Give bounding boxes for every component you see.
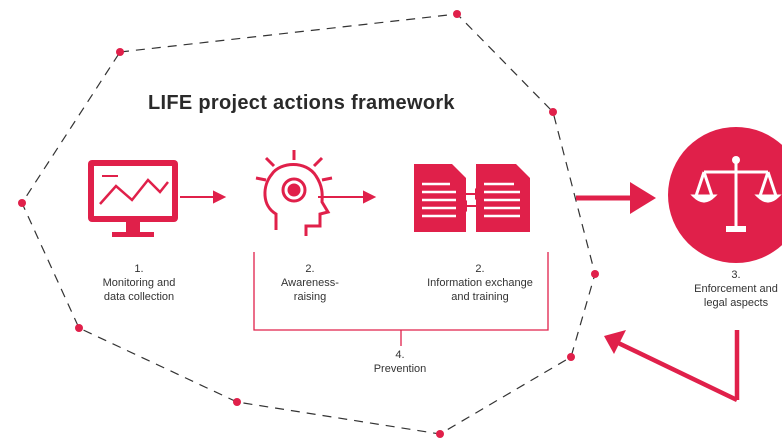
prevention-label: 4. Prevention (350, 348, 450, 376)
prevention-number: 4. (395, 349, 405, 361)
scales-of-justice-icon (668, 127, 782, 263)
flow-arrow-1 (180, 190, 227, 204)
monitor-chart-icon (88, 160, 178, 237)
step-enforcement-label: 3. Enforcement and legal aspects (684, 268, 782, 310)
step-text-line: and training (451, 291, 509, 303)
documents-exchange-icon (414, 164, 530, 232)
prevention-bracket (253, 252, 549, 346)
head-target-icon (255, 150, 333, 236)
step-number: 3. (731, 269, 741, 281)
step-text-line: Information exchange (427, 277, 533, 289)
prevention-text: Prevention (373, 363, 427, 375)
step-awareness-label: 2. Awareness- raising (262, 262, 358, 304)
arrow-return (604, 330, 740, 403)
step-number: 2. (475, 263, 485, 275)
step-information-label: 2. Information exchange and training (410, 262, 550, 304)
step-monitoring-label: 1. Monitoring and data collection (78, 262, 200, 304)
step-text-line: raising (293, 291, 327, 303)
arrow-to-enforcement (576, 182, 656, 214)
step-number: 1. (134, 263, 144, 275)
dashed-boundary (18, 10, 599, 438)
step-text-line: data collection (103, 291, 175, 303)
step-number: 2. (305, 263, 315, 275)
flow-arrow-2 (318, 190, 377, 204)
step-text-line: Monitoring and (102, 277, 176, 289)
step-text-line: legal aspects (703, 297, 769, 309)
step-text-line: Enforcement and (694, 283, 778, 295)
diagram-title: LIFE project actions framework (148, 92, 455, 114)
step-text-line: Awareness- (281, 277, 339, 289)
